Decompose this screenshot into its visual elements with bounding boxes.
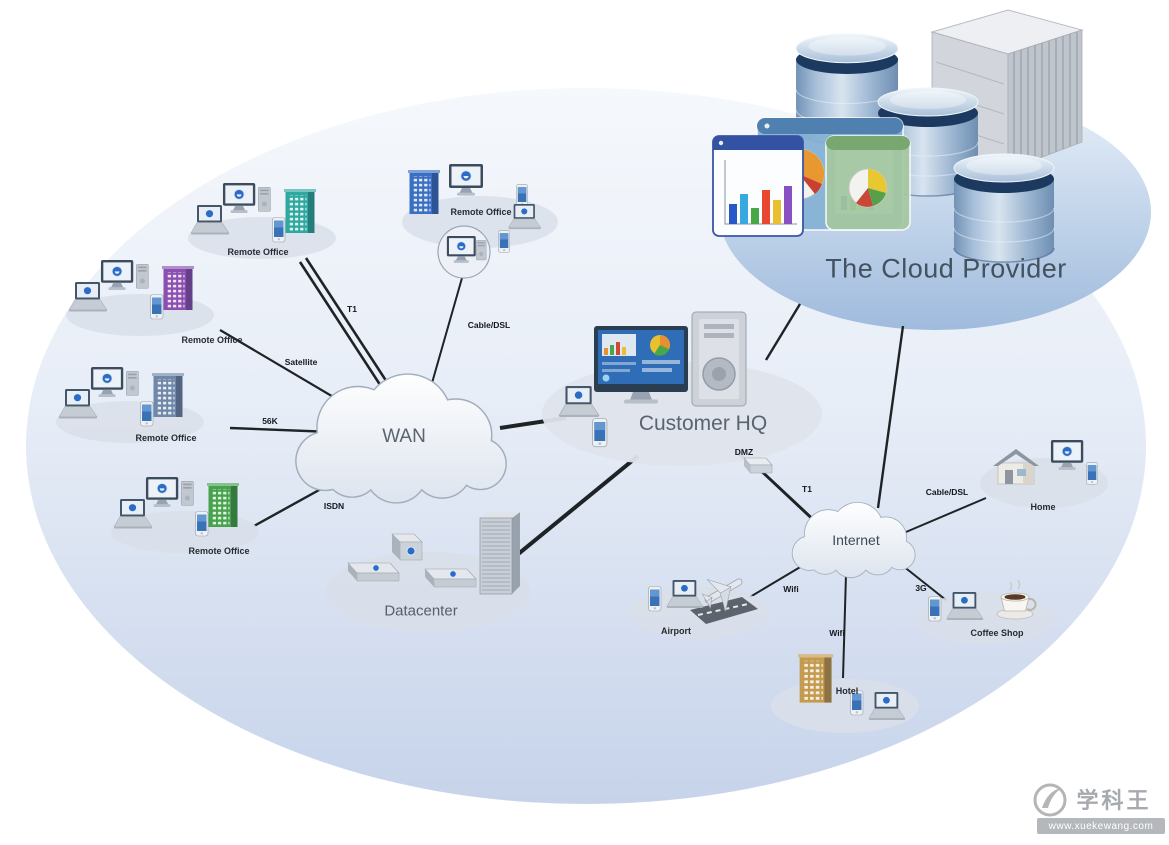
airport-group bbox=[630, 564, 770, 639]
remote-office-label: Remote Office bbox=[181, 335, 243, 345]
remote-office-label: Remote Office bbox=[227, 247, 289, 257]
remote-office-label: Remote Office bbox=[188, 546, 250, 556]
link-satellite-label: Satellite bbox=[284, 357, 318, 367]
watermark-url-bar: www.xuekewang.com bbox=[1037, 818, 1165, 834]
hotel-group bbox=[771, 654, 919, 733]
runway-icon bbox=[690, 597, 758, 624]
watermark-url: www.xuekewang.com bbox=[1048, 820, 1154, 832]
home-group bbox=[980, 439, 1108, 508]
wan-label: WAN bbox=[382, 426, 426, 447]
network-switch-icon bbox=[347, 562, 400, 582]
home-label: Home bbox=[1030, 502, 1056, 512]
app-window-bar-chart bbox=[712, 135, 804, 237]
remote-office-label: Remote Office bbox=[450, 207, 512, 217]
remote-office-label: Remote Office bbox=[135, 433, 197, 443]
tower-pc-icon bbox=[691, 311, 747, 407]
link-hq-datacenter-line bbox=[504, 454, 640, 566]
link-wifi-airport-label: Wifi bbox=[783, 584, 799, 594]
link-56k-line bbox=[229, 426, 333, 434]
tower-pc-icon bbox=[476, 240, 487, 261]
smartphone-icon bbox=[516, 183, 529, 207]
server-cabinet-icon bbox=[479, 511, 521, 595]
coffee-shop-group bbox=[915, 579, 1055, 645]
datacenter-label: Datacenter bbox=[384, 602, 458, 620]
coffee-shop-label: Coffee Shop bbox=[970, 628, 1024, 638]
link-t1-hq-label: T1 bbox=[802, 484, 812, 494]
smartphone-icon bbox=[1085, 462, 1099, 485]
link-cable-dsl-wan-line bbox=[429, 277, 463, 391]
smartphone-icon bbox=[928, 596, 942, 622]
link-satellite-line bbox=[219, 329, 353, 409]
link-wifi-hotel-line bbox=[842, 573, 847, 679]
link-wifi-hotel-label: Wifi bbox=[829, 628, 845, 638]
watermark-brand: 学科王 bbox=[1076, 788, 1152, 813]
database-icon bbox=[953, 153, 1055, 263]
airport-label: Airport bbox=[661, 626, 691, 636]
link-t1-wan-label: T1 bbox=[347, 304, 357, 314]
internet-label: Internet bbox=[832, 532, 880, 548]
datacenter-group bbox=[326, 511, 530, 632]
server-box-icon bbox=[391, 533, 423, 561]
link-t1-wan-line-b bbox=[304, 257, 398, 397]
dashboard-monitor-icon bbox=[594, 326, 688, 404]
watermark-logo-icon bbox=[1033, 783, 1067, 817]
cloud-provider-label: The Cloud Provider bbox=[825, 253, 1067, 284]
link-t1-wan-line-a bbox=[298, 261, 392, 401]
link-isdn-label: ISDN bbox=[323, 501, 345, 511]
customer-hq-label: Customer HQ bbox=[638, 412, 768, 435]
dmz-appliance-icon bbox=[743, 457, 773, 474]
link-internet-cloud-line bbox=[876, 325, 905, 509]
link-cable-dsl-home-label: Cable/DSL bbox=[925, 487, 969, 497]
link-3g-label: 3G bbox=[915, 583, 927, 593]
remote-office-cluster-top bbox=[402, 163, 558, 279]
network-switch-icon bbox=[424, 568, 477, 588]
app-window-pie-chart-small bbox=[825, 135, 911, 231]
office-building-icon bbox=[408, 170, 440, 214]
link-hq-cloud-line bbox=[764, 303, 802, 361]
connection-lines bbox=[219, 257, 987, 679]
customer-hq-group bbox=[542, 311, 822, 466]
hotel-building-icon bbox=[798, 654, 834, 703]
link-dmz-label: DMZ bbox=[734, 447, 754, 457]
link-56k-label: 56K bbox=[262, 416, 278, 426]
smartphone-icon bbox=[498, 229, 511, 253]
smartphone-icon bbox=[648, 586, 662, 612]
hotel-label: Hotel bbox=[835, 686, 859, 696]
smartphone-icon bbox=[592, 418, 608, 448]
remote-office-cluster bbox=[66, 260, 214, 336]
link-cable-dsl-wan-label: Cable/DSL bbox=[467, 320, 511, 330]
link-cable-dsl-home-line bbox=[905, 497, 987, 533]
